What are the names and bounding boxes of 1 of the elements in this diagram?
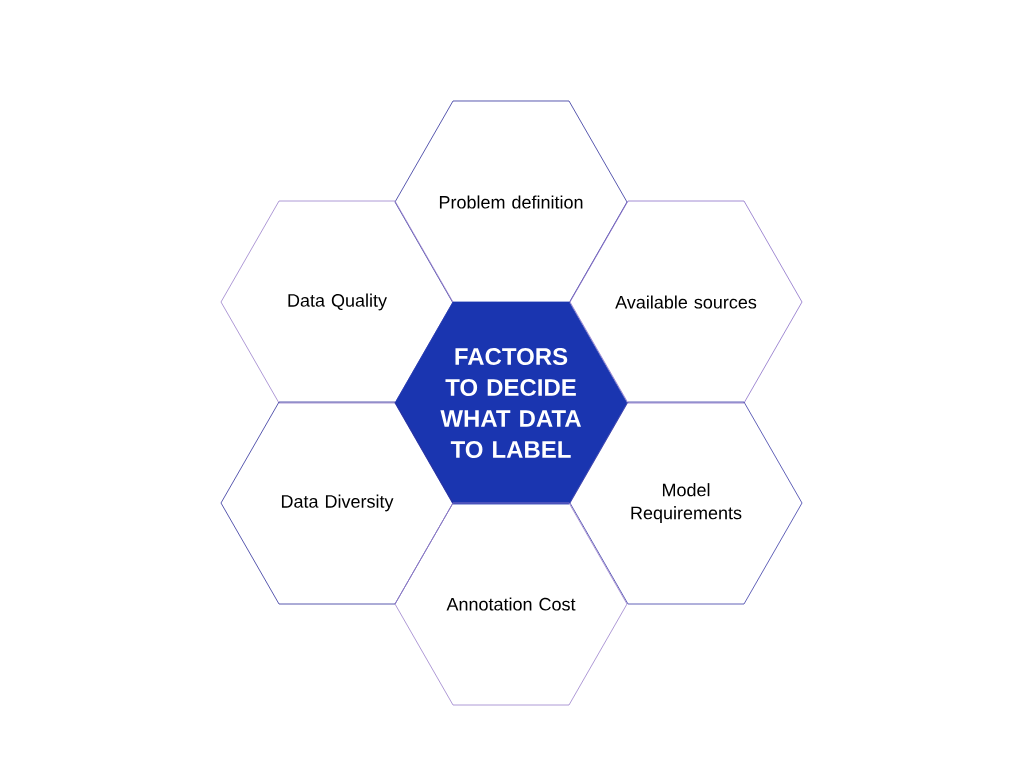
hexagon: Annotation Cost <box>394 502 628 706</box>
